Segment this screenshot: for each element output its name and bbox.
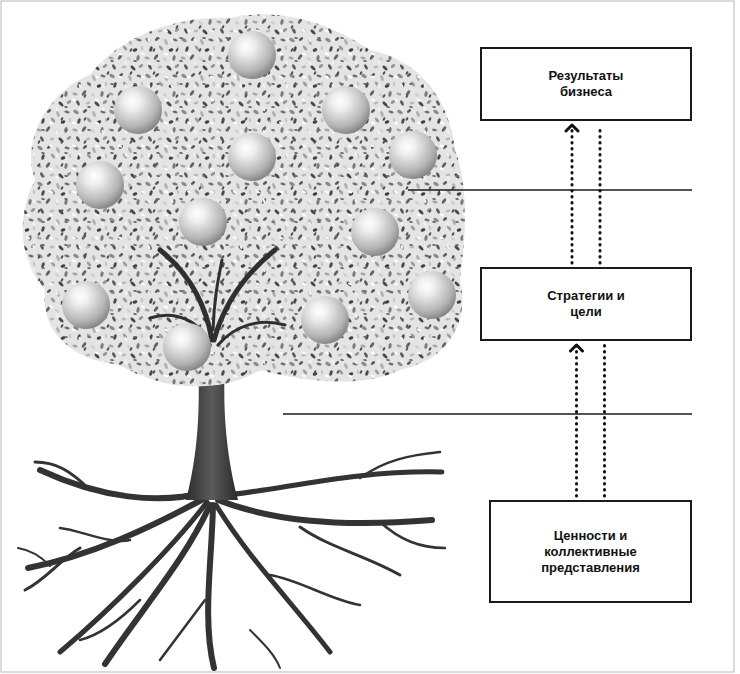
dotted-arrow xyxy=(575,345,578,496)
apple xyxy=(179,198,227,246)
process-box: Стратегии и цели xyxy=(480,267,692,341)
apple xyxy=(408,271,456,319)
apple xyxy=(76,161,124,209)
box-label: Стратегии и цели xyxy=(530,288,642,320)
apple xyxy=(62,281,110,329)
tree-crown-speckle xyxy=(23,14,465,386)
apple xyxy=(389,131,437,179)
apple xyxy=(322,86,370,134)
apple xyxy=(114,86,162,134)
level-separator xyxy=(283,413,692,415)
dotted-arrow xyxy=(571,125,574,263)
process-box: Результаты бизнеса xyxy=(480,47,692,121)
tree-crown xyxy=(23,14,465,386)
dotted-arrow xyxy=(599,125,602,263)
apple xyxy=(228,133,276,181)
apples xyxy=(62,31,456,371)
apple xyxy=(351,208,399,256)
box-label: Результаты бизнеса xyxy=(530,68,642,100)
level-separator xyxy=(408,189,692,191)
apple xyxy=(163,323,211,371)
dotted-arrow xyxy=(603,345,606,496)
apple xyxy=(301,296,349,344)
process-box: Ценности и коллективные представления xyxy=(489,500,692,603)
apple xyxy=(228,31,276,79)
box-label: Ценности и коллективные представления xyxy=(535,528,647,576)
